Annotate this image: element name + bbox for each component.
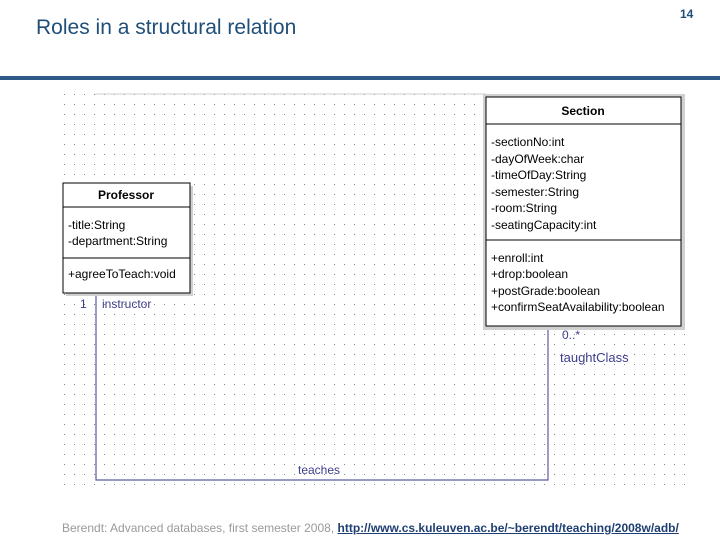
professor-role: instructor <box>102 297 151 311</box>
professor-operation: +agreeToTeach:void <box>68 267 176 281</box>
section-attribute: -seatingCapacity:int <box>491 218 597 232</box>
section-operation: +confirmSeatAvailability:boolean <box>491 300 665 314</box>
professor-attribute: -department:String <box>68 234 167 248</box>
section-attribute: -semester:String <box>491 185 579 199</box>
footer-text: Berendt: Advanced databases, first semes… <box>62 521 338 535</box>
professor-class-name: Professor <box>98 188 154 202</box>
association-name: teaches <box>298 463 340 477</box>
professor-attribute: -title:String <box>68 218 125 232</box>
section-multiplicity: 0..* <box>562 328 580 342</box>
professor-multiplicity: 1 <box>80 297 87 311</box>
slide-title: Roles in a structural relation <box>36 16 297 39</box>
section-operation: +enroll:int <box>491 251 544 265</box>
section-class-name: Section <box>561 104 604 118</box>
section-attribute: -timeOfDay:String <box>491 168 586 182</box>
section-attribute: -room:String <box>491 201 557 215</box>
page-number: 14 <box>680 7 694 21</box>
section-class[interactable]: Section -sectionNo:int -dayOfWeek:char -… <box>483 94 685 330</box>
footer: Berendt: Advanced databases, first semes… <box>62 521 679 535</box>
section-role: taughtClass <box>560 350 629 365</box>
section-attribute: -dayOfWeek:char <box>491 152 584 166</box>
header-divider <box>0 76 720 80</box>
section-operation: +drop:boolean <box>491 267 568 281</box>
association-line[interactable] <box>95 293 549 481</box>
section-operation: +postGrade:boolean <box>491 284 600 298</box>
section-attribute: -sectionNo:int <box>491 135 565 149</box>
footer-link[interactable]: http://www.cs.kuleuven.ac.be/~berendt/te… <box>337 521 679 535</box>
professor-class[interactable]: Professor -title:String -department:Stri… <box>62 182 193 296</box>
